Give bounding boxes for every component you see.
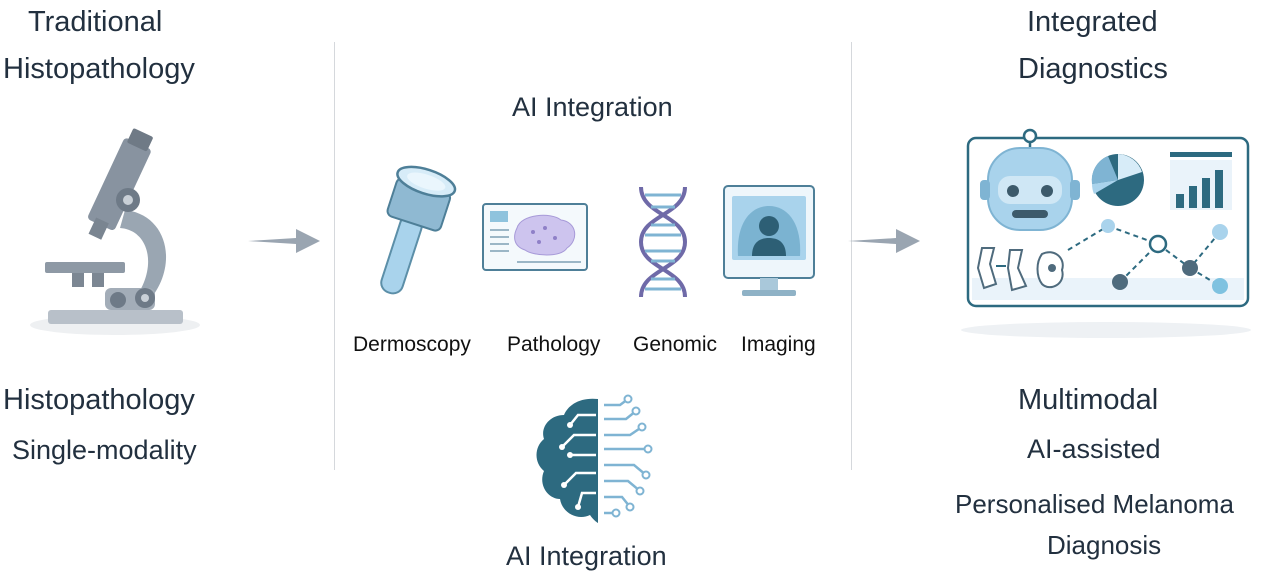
integrated-dashboard-icon bbox=[961, 128, 1251, 338]
dermatoscope-icon bbox=[380, 165, 457, 295]
microscope-icon bbox=[30, 128, 200, 335]
dna-icon bbox=[638, 186, 688, 298]
right-subtitle: Multimodal bbox=[1018, 384, 1159, 416]
modality-label-genomic: Genomic bbox=[633, 333, 718, 356]
modality-label-dermoscopy: Dermoscopy bbox=[353, 333, 471, 356]
pathology-slide-icon bbox=[482, 203, 588, 271]
divider-right bbox=[851, 42, 852, 470]
arrow-right-icon bbox=[248, 229, 320, 253]
outcome-line2: Diagnosis bbox=[1047, 530, 1162, 560]
right-caption: AI-assisted bbox=[1027, 434, 1161, 464]
left-caption: Single-modality bbox=[12, 435, 197, 465]
right-heading-line1: Integrated bbox=[1027, 6, 1158, 38]
middle-footer: AI Integration bbox=[506, 541, 667, 571]
modality-label-pathology: Pathology bbox=[507, 333, 601, 356]
left-heading-line2: Histopathology bbox=[3, 53, 195, 85]
ai-brain-icon bbox=[536, 394, 653, 523]
imaging-monitor-icon bbox=[723, 185, 815, 296]
left-subtitle: Histopathology bbox=[3, 384, 195, 416]
modality-label-imaging: Imaging bbox=[741, 333, 816, 356]
middle-heading: AI Integration bbox=[512, 92, 673, 122]
divider-left bbox=[334, 42, 335, 470]
left-heading-line1: Traditional bbox=[28, 6, 163, 38]
arrow-right-icon-2 bbox=[848, 229, 920, 253]
outcome-line1: Personalised Melanoma bbox=[955, 489, 1234, 519]
right-heading-line2: Diagnostics bbox=[1018, 53, 1168, 85]
